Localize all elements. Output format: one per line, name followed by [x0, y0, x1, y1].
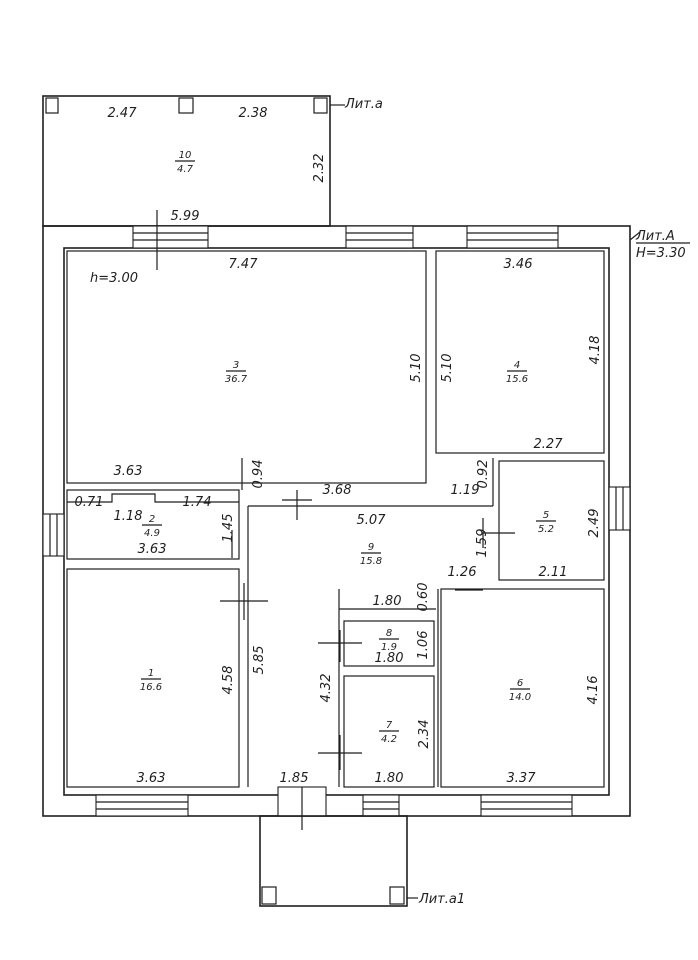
room-1-num: 1 — [148, 668, 154, 679]
dim: 4.32 — [319, 674, 334, 703]
dim: 0.92 — [476, 460, 491, 489]
dim: 1.80 — [373, 594, 402, 609]
porch-lit-a1 — [259, 815, 418, 907]
dim: 0.71 — [75, 495, 104, 510]
room-2-num: 2 — [149, 514, 155, 525]
room-labels: 10 4.7 3 36.7 4 15.6 2 4.9 5 5.2 9 15.8 … — [140, 150, 556, 745]
dim: 3.63 — [138, 542, 167, 557]
dim: 1.26 — [448, 565, 477, 580]
dim: 0.60 — [416, 583, 431, 612]
room-9-num: 9 — [368, 542, 374, 553]
dim: 2.27 — [534, 437, 564, 452]
dim: 2.38 — [239, 106, 268, 121]
room-8-area: 1.9 — [381, 642, 397, 653]
dim: 5.10 — [409, 354, 424, 383]
interior-walls — [66, 250, 605, 788]
room-7-area: 4.2 — [381, 734, 397, 745]
lit-a-small-label: Лит.а — [344, 97, 383, 112]
dim: 1.85 — [280, 771, 309, 786]
room-5-area: 5.2 — [538, 524, 554, 535]
lit-A-label: Лит.А — [635, 229, 675, 244]
room-6-num: 6 — [517, 678, 523, 689]
dim: 2.32 — [312, 154, 327, 183]
dim: 4.16 — [586, 676, 601, 705]
room-9-area: 15.8 — [360, 556, 382, 567]
dim: 1.74 — [183, 495, 212, 510]
dim: 4.18 — [588, 336, 603, 365]
room-3-area: 36.7 — [225, 374, 248, 385]
dim: 2.11 — [539, 565, 568, 580]
dim: 2.47 — [108, 106, 138, 121]
dim: 3.46 — [504, 257, 533, 272]
room-1-area: 16.6 — [140, 682, 162, 693]
dim: 0.94 — [251, 460, 266, 489]
room-2-area: 4.9 — [144, 528, 160, 539]
room-4-num: 4 — [514, 360, 520, 371]
room-10-area: 4.7 — [177, 164, 194, 175]
dim: 5.10 — [440, 354, 455, 383]
dim: 5.07 — [357, 513, 387, 528]
room-6-area: 14.0 — [509, 692, 531, 703]
dim: 3.63 — [137, 771, 166, 786]
plan-annotations: Лит.а Лит.А H=3.30 h=3.00 Лит.а1 — [90, 97, 690, 907]
dim: 1.80 — [375, 771, 404, 786]
dim: 3.37 — [507, 771, 537, 786]
dim: 5.85 — [252, 646, 267, 675]
dim: 1.06 — [416, 631, 431, 660]
dim: 1.18 — [114, 509, 143, 524]
dim: 4.58 — [221, 666, 236, 695]
room-5-num: 5 — [543, 510, 549, 521]
dim: 7.47 — [229, 257, 259, 272]
dim: 2.34 — [417, 720, 432, 749]
height-room-label: h=3.00 — [90, 271, 138, 286]
room-4-area: 15.6 — [506, 374, 528, 385]
dim: 1.45 — [221, 514, 236, 543]
dim: 1.19 — [451, 483, 480, 498]
dimension-labels: 2.47 2.38 2.32 5.99 7.47 3.46 5.10 5.10 … — [75, 106, 603, 786]
room-8-num: 8 — [386, 628, 392, 639]
dim: 3.68 — [323, 483, 352, 498]
room-10-num: 10 — [179, 150, 192, 161]
dim: 5.99 — [171, 209, 200, 224]
windows — [42, 225, 631, 817]
dim: 1.80 — [375, 651, 404, 666]
dim: 1.59 — [475, 529, 490, 558]
lit-a1-label: Лит.а1 — [418, 892, 465, 907]
dim: 2.49 — [587, 509, 602, 538]
room-7-num: 7 — [386, 720, 393, 731]
room-3-num: 3 — [233, 360, 239, 371]
height-main-label: H=3.30 — [636, 246, 686, 261]
doors — [156, 210, 515, 830]
dim: 3.63 — [114, 464, 143, 479]
